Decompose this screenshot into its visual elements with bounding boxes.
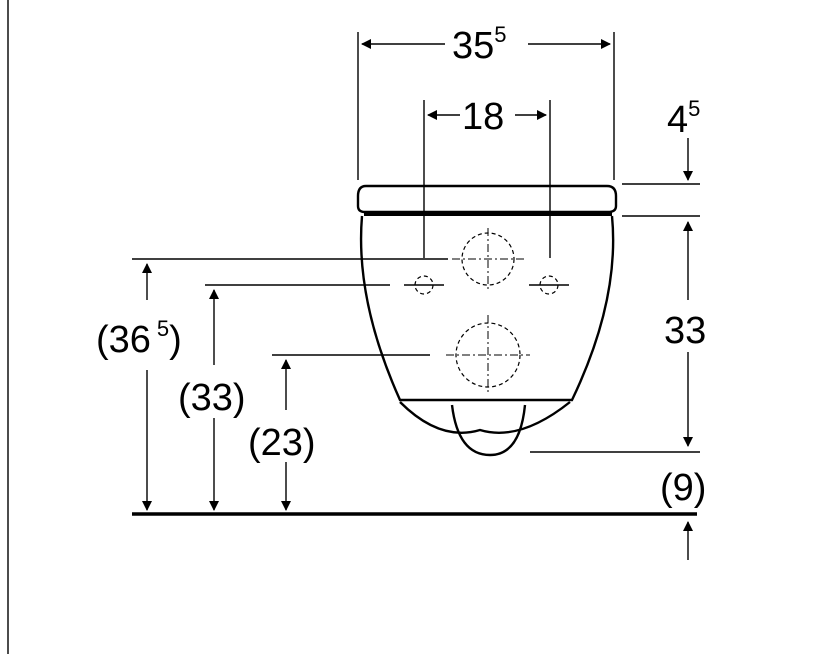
dimension-hole-spacing: 18 [423, 96, 551, 258]
toilet-seat [356, 184, 618, 214]
bottom-gap-value: (9) [660, 467, 706, 509]
overall-height-open: (36 [96, 319, 151, 361]
toilet-bowl [359, 215, 615, 402]
svg-text:45: 45 [667, 96, 700, 141]
dimension-bowl-height: 33 [530, 221, 706, 453]
bowl-height-value: 33 [664, 310, 706, 352]
seat-thickness-sup: 5 [688, 96, 700, 121]
overall-height-sup: 5 [157, 316, 169, 341]
top-width-value: 35 [452, 25, 494, 67]
fixing-holes [404, 228, 569, 395]
top-width-sup: 5 [494, 22, 506, 47]
svg-text:355: 355 [452, 22, 507, 67]
dimension-bottom-gap: (9) [660, 467, 706, 560]
dimension-fixing-height: (33) [178, 284, 390, 511]
toilet-trap [450, 404, 527, 457]
dimension-outlet-height: (23) [248, 354, 430, 511]
toilet-body [356, 184, 618, 457]
seat-thickness-value: 4 [667, 99, 688, 141]
dimension-seat-thickness: 45 [622, 96, 700, 217]
outlet-height-value: (23) [248, 422, 316, 464]
toilet-base [399, 401, 571, 434]
hole-spacing-value: 18 [462, 96, 504, 138]
svg-text:(365): (365) [96, 316, 182, 361]
dimension-top-width: 355 [357, 22, 615, 180]
fixing-height-value: (33) [178, 377, 246, 419]
overall-height-close: ) [169, 319, 182, 361]
